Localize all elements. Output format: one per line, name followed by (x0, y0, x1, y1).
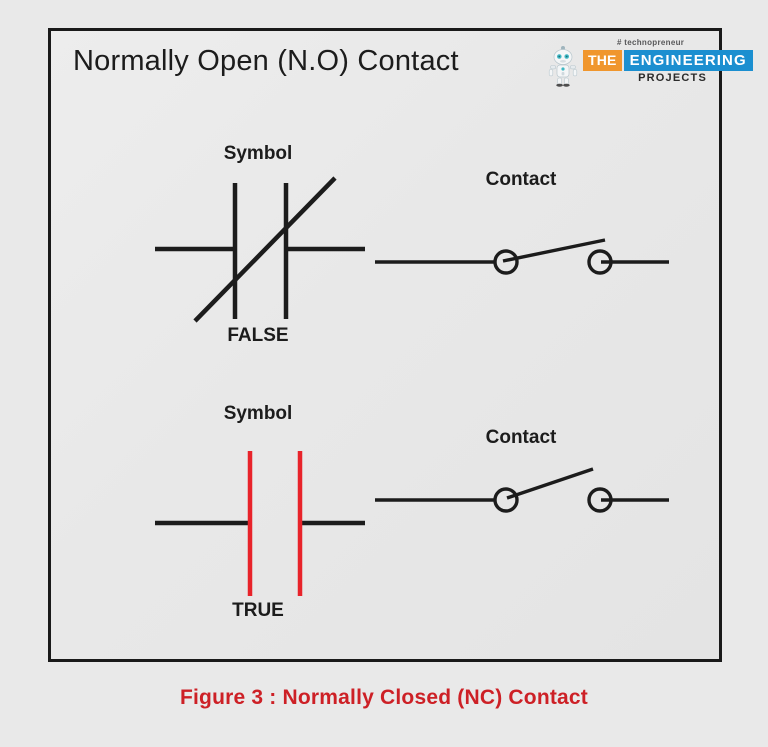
brand-engineering-text: ENGINEERING (623, 50, 753, 71)
contact-open-artwork (375, 467, 669, 513)
robot-mascot-icon (548, 46, 578, 87)
diagram-symbol-false-title: Symbol (223, 143, 293, 164)
diagram-symbol-true-title: Symbol (223, 403, 293, 424)
diagram-contact-closed-title: Contact (485, 169, 557, 190)
diagram-symbol-true-state: TRUE (232, 600, 284, 621)
diagram-contact-open: Contact (361, 427, 681, 547)
diagram-symbol-true: Symbol TRUE (123, 403, 393, 621)
diagram-contact-closed: Contact (361, 169, 681, 289)
brand-tagline: # technopreneur (617, 38, 685, 47)
brand-the-text: THE (583, 50, 622, 71)
brand-logo: # technopreneur THE ENGINEERING PROJECTS (543, 37, 753, 89)
contact-closed-artwork (375, 238, 669, 275)
brand-wordmark: THE ENGINEERING (583, 50, 753, 71)
diagram-contact-open-title: Contact (485, 427, 557, 448)
energised-symbol-artwork (155, 451, 365, 596)
figure-caption: Figure 3 : Normally Closed (NC) Contact (179, 686, 588, 709)
normally-closed-symbol-artwork (155, 176, 365, 323)
figure-frame: Normally Open (N.O) Contact (48, 28, 753, 662)
brand-projects-text: PROJECTS (638, 72, 707, 84)
diagram-symbol-false: Symbol FALSE (123, 143, 393, 346)
diagram-symbol-false-state: FALSE (227, 325, 289, 346)
page-title: Normally Open (N.O) Contact (73, 45, 459, 77)
